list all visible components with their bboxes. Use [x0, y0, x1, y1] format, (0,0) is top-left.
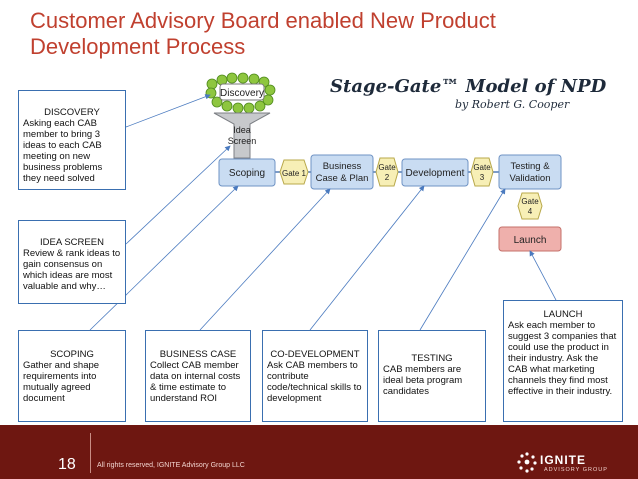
footer-logo-sub: ADVISORY GROUP: [544, 467, 608, 473]
callout-co-development-text: Ask CAB members to contribute code/techn…: [267, 360, 362, 404]
launch-stage: Launch: [498, 226, 562, 252]
callout-business-case: BUSINESS CASE Collect CAB member data on…: [145, 330, 251, 422]
gate-4: Gate 4: [517, 192, 543, 220]
callout-idea-screen-heading: IDEA SCREEN: [40, 237, 104, 248]
callout-idea-screen: IDEA SCREEN Review & rank ideas to gain …: [18, 220, 126, 304]
callout-discovery-heading: DISCOVERY: [44, 107, 100, 118]
gate-3-label-1: Gate: [473, 163, 491, 172]
callout-launch-text: Ask each member to suggest 3 companies t…: [508, 320, 617, 397]
scoping-label: Scoping: [229, 168, 265, 179]
business-case-label-2: Case & Plan: [316, 173, 369, 184]
idea-screen-label-2: Screen: [228, 136, 257, 146]
callout-co-development: CO-DEVELOPMENT Ask CAB members to contri…: [262, 330, 368, 422]
testing-label-1: Testing &: [510, 161, 550, 172]
business-case-stage: Business Case & Plan: [310, 154, 374, 190]
idea-screen-label-1: Idea: [233, 125, 251, 135]
page-number: 18: [58, 456, 76, 473]
testing-stage: Testing & Validation: [498, 154, 562, 190]
gate-4-label-2: 4: [528, 207, 533, 216]
callout-scoping-text: Gather and shape requirements into mutua…: [23, 360, 100, 404]
footer-bar: 18 All rights reserved, IGNITE Advisory …: [0, 425, 638, 479]
callout-testing-heading: TESTING: [411, 353, 453, 364]
diagram-title: Stage-Gate™ Model of NPD: [330, 76, 607, 97]
callout-scoping-heading: SCOPING: [50, 349, 94, 360]
gate-2-label-1: Gate: [378, 163, 396, 172]
gate-2: Gate 2: [375, 157, 399, 187]
callout-launch-heading: LAUNCH: [543, 309, 583, 320]
footer-divider: [90, 433, 91, 473]
callout-testing-text: CAB members are ideal beta program candi…: [383, 364, 463, 397]
development-stage: Development: [401, 158, 469, 187]
callout-business-case-heading: BUSINESS CASE: [159, 349, 237, 360]
business-case-label-1: Business: [323, 161, 362, 172]
scoping-stage: Scoping: [218, 158, 276, 187]
diagram-subtitle: by Robert G. Cooper: [455, 98, 570, 111]
gate-3: Gate 3: [470, 157, 494, 187]
footer-logo: IGNITE: [540, 453, 587, 467]
idea-funnel: Idea Screen: [213, 112, 271, 159]
connector-arrows: [89, 94, 557, 331]
stage-gate-diagram: Discovery Idea Screen Scoping Gate 1 Bus…: [89, 72, 562, 331]
callout-co-development-heading: CO-DEVELOPMENT: [270, 349, 360, 360]
discovery-label: Discovery: [220, 88, 264, 99]
callout-testing: TESTING CAB members are ideal beta progr…: [378, 330, 486, 422]
testing-label-2: Validation: [509, 173, 550, 184]
callout-discovery-text: Asking each CAB member to bring 3 ideas …: [23, 118, 103, 184]
gate-4-label-1: Gate: [521, 197, 539, 206]
gate-1-label: Gate 1: [282, 169, 307, 178]
launch-label: Launch: [514, 235, 547, 246]
development-label: Development: [406, 168, 465, 179]
callout-scoping: SCOPING Gather and shape requirements in…: [18, 330, 126, 422]
gate-2-label-2: 2: [385, 173, 390, 182]
copyright-text: All rights reserved, IGNITE Advisory Gro…: [97, 462, 245, 469]
gate-3-label-2: 3: [480, 173, 485, 182]
slide-title: Customer Advisory Board enabled New Prod…: [30, 8, 496, 59]
discovery-stage: Discovery: [219, 83, 265, 101]
callout-business-case-text: Collect CAB member data on internal cost…: [150, 360, 241, 404]
callout-idea-screen-text: Review & rank ideas to gain consensus on…: [23, 248, 121, 292]
ignite-logo-icon: [517, 452, 537, 473]
callout-launch: LAUNCH Ask each member to suggest 3 comp…: [503, 300, 623, 422]
callout-discovery: DISCOVERY Asking each CAB member to brin…: [18, 90, 126, 190]
gate-1: Gate 1: [279, 159, 309, 185]
